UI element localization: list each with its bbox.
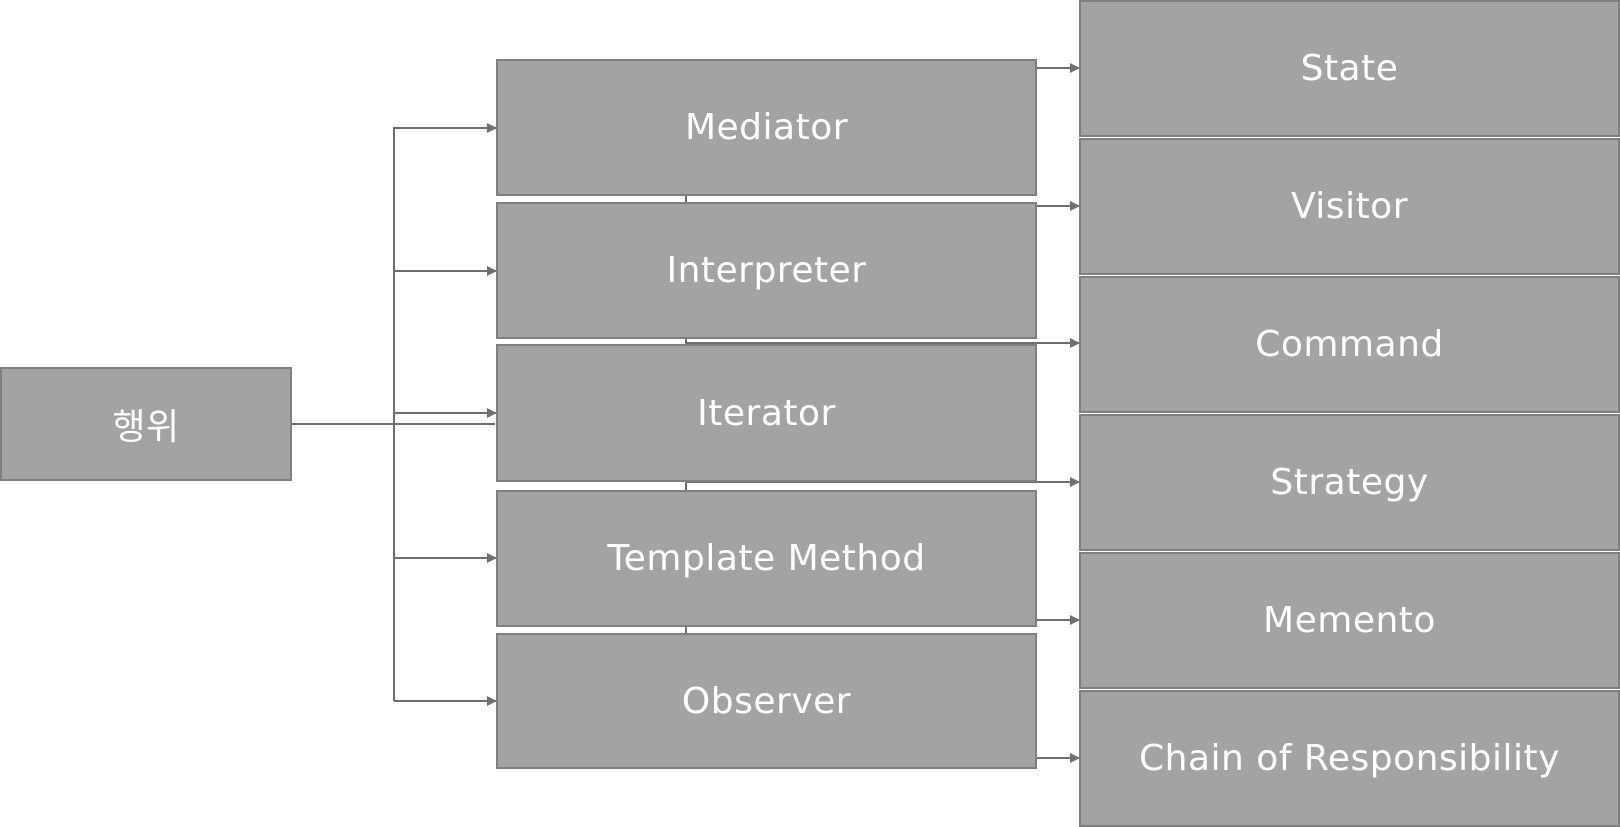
root-box: 행위 [0,367,292,481]
strategy-label: Strategy [1270,462,1429,503]
root-label: 행위 [112,407,180,448]
box-command: Command [1079,276,1620,413]
mediator-label: Mediator [684,107,849,148]
box-mediator: Mediator [496,59,1037,196]
box-observer: Observer [496,633,1037,769]
box-template-method: Template Method [496,490,1037,627]
observer-label: Observer [681,680,852,722]
state-label: State [1300,48,1399,89]
visitor-label: Visitor [1290,186,1409,227]
command-label: Command [1255,324,1444,365]
box-visitor: Visitor [1079,138,1620,275]
box-chain-of-responsibility: Chain of Responsibility [1079,690,1620,827]
template-method-label: Template Method [607,538,926,579]
box-strategy: Strategy [1079,414,1620,551]
box-memento: Memento [1079,552,1620,689]
box-iterator: Iterator [496,344,1037,482]
interpreter-label: Interpreter [666,250,867,291]
iterator-label: Iterator [697,392,836,434]
box-state: State [1079,0,1620,137]
chain-of-responsibility-label: Chain of Responsibility [1139,738,1560,779]
memento-label: Memento [1263,600,1436,641]
box-interpreter: Interpreter [496,202,1037,339]
